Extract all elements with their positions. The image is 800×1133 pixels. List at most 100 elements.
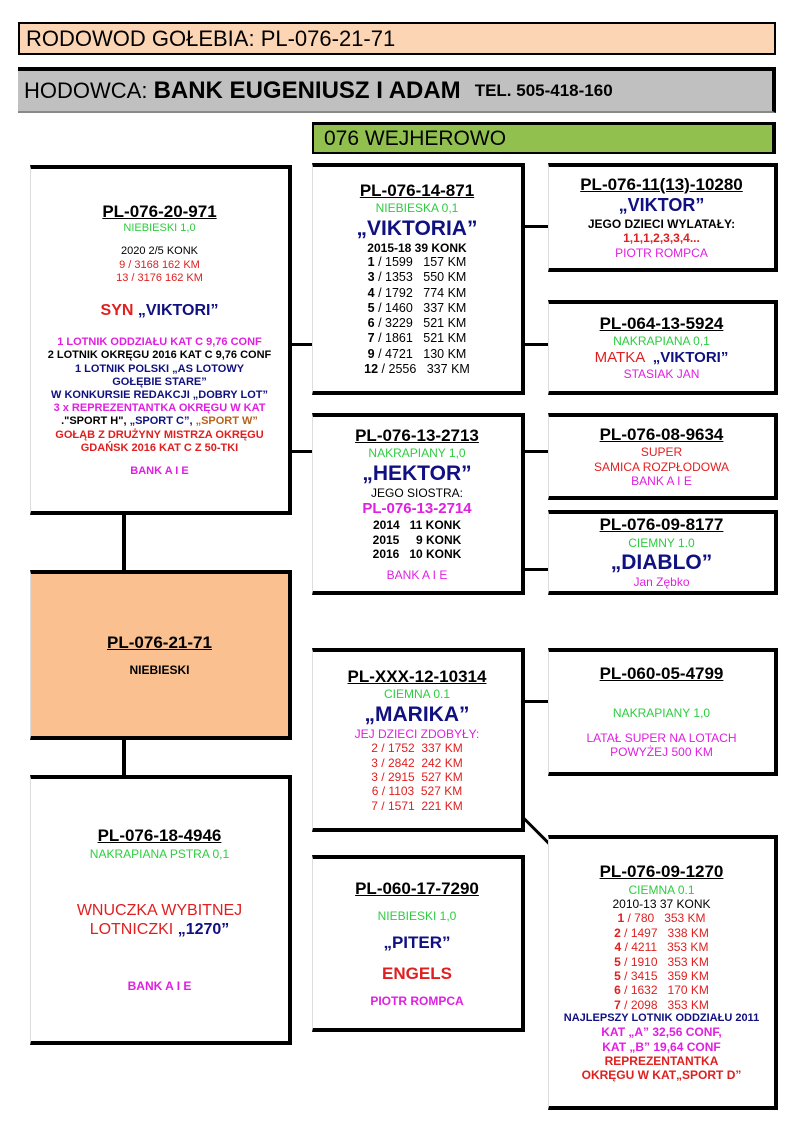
result-row: 1 / 1599 157 KM [364, 255, 470, 270]
pigeon-name: „VIKTORIA” [356, 216, 478, 240]
piter-card: PL-060-17-7290 NIEBIESKI 1,0 „PITER” ENG… [312, 855, 525, 1032]
category: „SPORT C”, [129, 415, 196, 428]
ring-number: PL-064-13-5924 [599, 313, 724, 333]
color-sex: NAKRAPIANY 1,0 [612, 706, 711, 721]
achievement: W KONKURSIE REDAKCJI „DOBRY LOT” [51, 388, 268, 401]
offspring-label: JEGO DZIECI WYLATAŁY: [587, 216, 736, 231]
distance: 353 KM [667, 997, 709, 1012]
connector-line [520, 815, 552, 846]
entrants: 3415 [630, 968, 658, 983]
entrants: 4721 [385, 346, 413, 361]
separator: / [621, 940, 632, 955]
place: 5 [614, 954, 621, 969]
result: 3 / 2915 527 KM [371, 769, 463, 784]
separator: / [374, 285, 386, 300]
result: 9 / 3168 162 KM [119, 258, 200, 271]
connector-line [525, 450, 548, 453]
matka-card: PL-064-13-5924 NAKRAPIANA 0,1 MATKA „VIK… [548, 300, 778, 395]
distance: 774 KM [423, 285, 467, 300]
hektor-card: PL-076-13-2713 NAKRAPIANY 1,0 „HEKTOR” J… [312, 413, 525, 595]
distance: 170 KM [667, 983, 709, 998]
owner: Jan Zębko [633, 575, 690, 590]
p4799-card: PL-060-05-4799 NAKRAPIANY 1,0 LATAŁ SUPE… [548, 648, 778, 776]
result-row: 5 / 1910 353 KM [614, 955, 709, 969]
result: 7 / 1571 221 KM [371, 798, 463, 813]
connector-line [122, 515, 126, 570]
place: 9 [367, 346, 375, 361]
son-of-label: SYN [100, 302, 138, 320]
distance: 157 KM [423, 255, 467, 270]
entrants: 1861 [385, 331, 413, 346]
achievement: 2 LOTNIK OKRĘGU 2016 KAT C 9,76 CONF [47, 349, 272, 362]
pigeon-name: „VIKTOR” [618, 195, 705, 216]
ring-number: PL-076-14-871 [359, 180, 475, 200]
owner: BANK A I E [386, 567, 448, 582]
distance: 130 KM [423, 346, 467, 361]
place: 3 [367, 270, 375, 285]
color-sex: NIEBIESKI 1,0 [377, 908, 457, 923]
entrants: 1632 [630, 983, 658, 998]
competition-count: 2015-18 39 KONK [367, 240, 467, 255]
category: ."SPORT H", [61, 415, 130, 428]
result-row: 3 / 1353 550 KM [364, 270, 470, 285]
entrants: 1353 [385, 270, 413, 285]
region-label: 076 WEJHEROWO [324, 126, 507, 150]
result: 2 / 1752 337 KM [371, 741, 463, 756]
description: SUPER [640, 445, 683, 460]
result-row: 7 / 1861 521 KM [364, 331, 470, 346]
competition-count: 2016 10 KONK [372, 547, 462, 562]
distance: 353 KM [667, 940, 709, 955]
competition-count: 2015 9 KONK [372, 532, 462, 547]
distance: 337 KM [426, 361, 470, 376]
result-row: 4 / 4211 353 KM [614, 940, 709, 954]
ring-number: PL-076-08-9634 [599, 424, 724, 444]
separator: / [374, 255, 386, 270]
place: 7 [614, 997, 621, 1012]
color-sex: CIEMNA 0.1 [628, 882, 695, 897]
entrants: 1497 [630, 925, 658, 940]
ring-number: PL-076-09-8177 [599, 515, 724, 535]
place: 1 [617, 911, 625, 926]
place: 4 [367, 285, 375, 300]
separator: / [374, 331, 386, 346]
ring-number: PL-060-05-4799 [599, 664, 724, 683]
grandsire-dam-card: PL-076-14-871 NIEBIESKA 0,1 „VIKTORIA” 2… [312, 163, 525, 395]
offspring-label: JEJ DZIECI ZDOBYŁY: [354, 726, 480, 741]
mother-label: MATKA [594, 348, 653, 366]
distance: 337 KM [423, 300, 467, 315]
separator: / [374, 300, 386, 315]
separator: / [624, 911, 635, 926]
place: 5 [614, 968, 621, 983]
entrants: 3229 [385, 316, 413, 331]
separator: / [620, 997, 631, 1012]
color-sex: NIEBIESKI 1,0 [123, 222, 196, 235]
separator: / [620, 983, 631, 998]
achievement: REPREZENTANTKA OKRĘGU W KAT„SPORT D” [581, 1054, 742, 1083]
sister-label: JEGO SIOSTRA: [370, 486, 463, 500]
color-sex: NIEBIESKA 0,1 [375, 201, 459, 216]
result-row: 2 / 1497 338 KM [614, 926, 709, 940]
result-row: 4 / 1792 774 KM [364, 286, 470, 301]
distance: 521 KM [423, 316, 467, 331]
parent-name: „VIKTORI” [137, 302, 219, 320]
distance: 359 KM [667, 968, 709, 983]
owner: PIOTR ROMPCA [615, 245, 708, 260]
subject-card: PL-076-21-71 NIEBIESKI [30, 570, 292, 740]
color: NIEBIESKI [129, 663, 190, 677]
page-title: RODOWOD GOŁEBIA: PL-076-21-71 [26, 25, 396, 51]
distance: 338 KM [667, 925, 709, 940]
results: 1,1,1,2,3,3,4... [623, 231, 700, 246]
distance: 521 KM [423, 331, 467, 346]
connector-line [525, 568, 548, 571]
entrants: 780 [634, 911, 655, 926]
category: „SPORT W” [195, 415, 258, 428]
color-sex: CIEMNY 1.0 [628, 535, 695, 550]
ring-number: PL-076-11(13)-10280 [580, 174, 743, 194]
ring-number: PL-076-18-4946 [97, 826, 222, 846]
dam-card: PL-076-18-4946 NAKRAPIANA PSTRA 0,1 WNUC… [30, 775, 292, 1045]
sire-card: PL-076-20-971 NIEBIESKI 1,0 2020 2/5 KON… [30, 165, 292, 515]
competition-count: 2014 11 KONK [372, 518, 462, 533]
place: 6 [367, 316, 375, 331]
achievement: KAT „B” 19,64 CONF [602, 1039, 721, 1054]
